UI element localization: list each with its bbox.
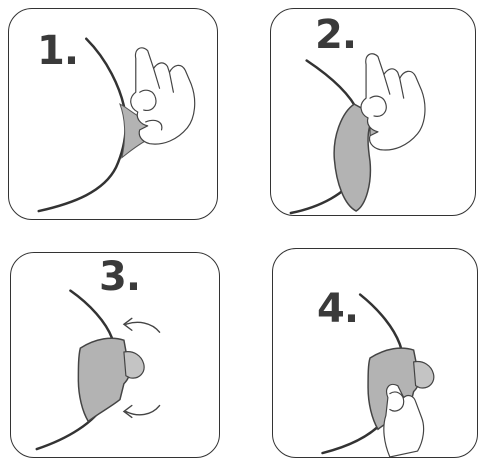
step-4-illustration (273, 249, 477, 457)
step-number: 1. (37, 31, 78, 71)
nipple-shield-shape (78, 338, 130, 421)
hand-icon (131, 48, 195, 144)
step-2-panel: 2. (270, 8, 476, 216)
step-number: 3. (99, 257, 140, 297)
step-2-illustration (271, 9, 475, 215)
step-4-panel: 4. (272, 248, 478, 458)
step-number: 4. (317, 289, 358, 329)
hand-icon (361, 54, 425, 150)
step-1-panel: 1. (8, 8, 218, 220)
step-number: 2. (315, 15, 356, 55)
step-3-panel: 3. (10, 252, 220, 458)
